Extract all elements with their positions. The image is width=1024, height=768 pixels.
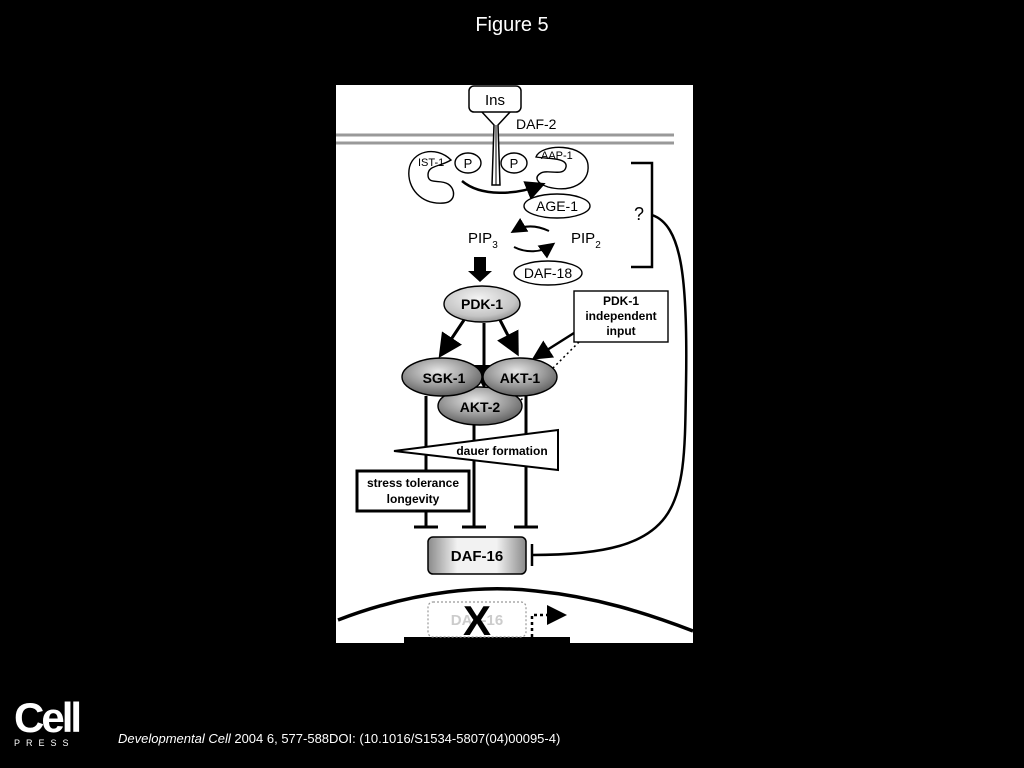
pdk1-independent-line1: PDK-1 — [603, 294, 639, 308]
age1-label: AGE-1 — [536, 198, 578, 214]
pip2-to-pip3-arrow — [510, 217, 550, 234]
phosphate-left-label: P — [464, 156, 473, 171]
pdk1-independent-line2: independent — [585, 309, 656, 323]
phosphate-left — [454, 152, 482, 174]
akt2-node — [437, 386, 523, 426]
ist1-shape — [408, 151, 455, 204]
dauer-formation-label: dauer formation — [456, 444, 547, 458]
pathway-diagram-panel: Ins DAF-2 IST-1 P P AAP-1 AGE-1 ? PIP3 P… — [336, 85, 693, 643]
figure-title: Figure 5 — [475, 14, 549, 36]
pdk1-to-sgk1-arrow — [438, 319, 466, 358]
citation: Developmental Cell 2004 6, 577-588DOI: (… — [118, 731, 560, 746]
pip3-to-pdk1-arrow — [468, 257, 492, 282]
pdk1-independent-line3: input — [606, 324, 635, 338]
sgk1-node — [401, 357, 483, 397]
pdk1-label: PDK-1 — [461, 296, 503, 312]
daf16-label: DAF-16 — [451, 548, 504, 565]
phosphate-right-label: P — [510, 156, 519, 171]
ist1-label: IST-1 — [418, 157, 444, 169]
dna-bar — [404, 637, 570, 643]
stress-tolerance-line1: stress tolerance — [367, 476, 459, 490]
akt2-label: AKT-2 — [460, 399, 501, 415]
stress-tolerance-box — [355, 469, 471, 513]
nuclear-daf16-label: DAF-16 — [451, 612, 504, 629]
pip3-to-pip2-arrow — [513, 242, 556, 259]
citation-details: 2004 6, 577-588DOI: (10.1016/S1534-5807(… — [230, 731, 561, 746]
ins-box — [468, 85, 522, 113]
ins-label: Ins — [485, 92, 505, 109]
question-to-daf16-inhibit — [531, 213, 688, 557]
nuclear-daf16-box — [427, 601, 527, 638]
nuclear-membrane — [337, 587, 693, 633]
sgk1-label: SGK-1 — [423, 370, 466, 386]
daf16-node — [427, 536, 527, 575]
dauer-formation-wedge — [393, 428, 559, 472]
age1-node — [523, 193, 591, 219]
pdk1-independent-box — [573, 290, 669, 343]
citation-journal: Developmental Cell — [118, 731, 231, 746]
logo-press: PRESS — [14, 738, 75, 748]
phosphate-right — [500, 152, 528, 174]
pip2-label: PIP2 — [571, 230, 601, 251]
pdk1-node — [443, 285, 521, 323]
daf2-label: DAF-2 — [516, 116, 557, 132]
daf18-node — [513, 260, 583, 286]
pathway-diagram: Ins DAF-2 IST-1 P P AAP-1 AGE-1 ? PIP3 P… — [336, 85, 693, 643]
aap1-label: AAP-1 — [541, 150, 573, 162]
cell-press-logo: Cell PRESS — [14, 694, 82, 749]
logo-word: Cell — [14, 694, 82, 741]
independent-to-akt1-arrow — [531, 331, 575, 360]
akt1-node — [482, 357, 558, 397]
question-mark: ? — [634, 204, 644, 224]
transcription-arrow — [530, 605, 567, 637]
stress-tolerance-line2: longevity — [387, 492, 440, 506]
pdk1-to-akt1-arrow — [497, 319, 519, 357]
daf18-label: DAF-18 — [524, 265, 572, 281]
akt1-label: AKT-1 — [500, 370, 541, 386]
ist1-to-aap1-arrow — [461, 180, 546, 200]
pip3-label: PIP3 — [468, 230, 498, 251]
x-mark: X — [463, 597, 491, 643]
